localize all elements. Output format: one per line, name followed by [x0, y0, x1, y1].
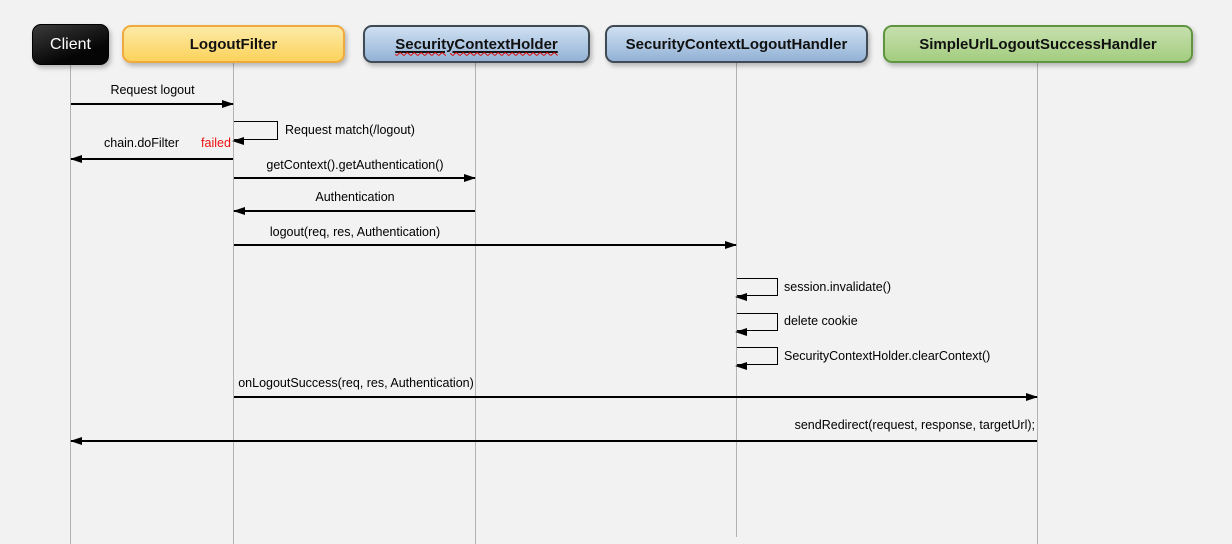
- actor-security-context-logout-handler-label: SecurityContextLogoutHandler: [625, 35, 848, 53]
- lifeline-simple-url-logout-success-handler: [1037, 63, 1038, 544]
- actor-logout-filter-label: LogoutFilter: [189, 35, 278, 53]
- message-arrow-on-logout-success: [234, 396, 1037, 398]
- actor-simple-url-logout-success-handler-label: SimpleUrlLogoutSuccessHandler: [919, 35, 1157, 53]
- message-arrow-request-logout: [71, 103, 233, 105]
- message-label-clear-context: SecurityContextHolder.clearContext(): [784, 349, 991, 363]
- actor-logout-filter: LogoutFilter: [122, 25, 345, 63]
- message-arrow-chain-dofilter: [71, 158, 233, 160]
- self-call-clear-context: [735, 347, 778, 370]
- actor-security-context-logout-handler: SecurityContextLogoutHandler: [605, 25, 868, 63]
- actor-security-context-holder-label: SecurityContextHolder: [395, 35, 558, 53]
- message-label-send-redirect: sendRedirect(request, response, targetUr…: [794, 418, 1035, 432]
- actor-simple-url-logout-success-handler: SimpleUrlLogoutSuccessHandler: [883, 25, 1193, 63]
- message-label-session-invalidate: session.invalidate(): [784, 280, 891, 294]
- message-label-request-match: Request match(/logout): [285, 123, 415, 137]
- actor-security-context-holder: SecurityContextHolder: [363, 25, 590, 63]
- actor-client: Client: [32, 24, 109, 65]
- message-label-authentication: Authentication: [315, 190, 395, 204]
- message-arrow-send-redirect: [71, 440, 1037, 442]
- failed-text: failed: [201, 136, 231, 150]
- self-call-request-match: [232, 121, 278, 145]
- message-arrow-get-context: [234, 177, 475, 179]
- message-label-delete-cookie: delete cookie: [784, 314, 858, 328]
- message-label-on-logout-success: onLogoutSuccess(req, res, Authentication…: [238, 376, 474, 390]
- lifeline-logout-filter: [233, 63, 234, 544]
- lifeline-security-context-holder: [475, 63, 476, 544]
- message-label-request-logout: Request logout: [110, 83, 195, 97]
- message-arrow-authentication: [234, 210, 475, 212]
- actor-client-label: Client: [50, 35, 91, 53]
- message-label-get-context: getContext().getAuthentication(): [266, 158, 444, 172]
- chain-dofilter-text: chain.doFilter: [104, 136, 180, 150]
- message-label-chain-dofilter: chain.doFilter failed: [104, 135, 231, 151]
- self-call-session-invalidate: [735, 278, 778, 301]
- message-label-logout-call: logout(req, res, Authentication): [269, 225, 441, 239]
- message-arrow-logout-call: [234, 244, 736, 246]
- self-call-delete-cookie: [735, 313, 778, 336]
- lifeline-client: [70, 65, 71, 544]
